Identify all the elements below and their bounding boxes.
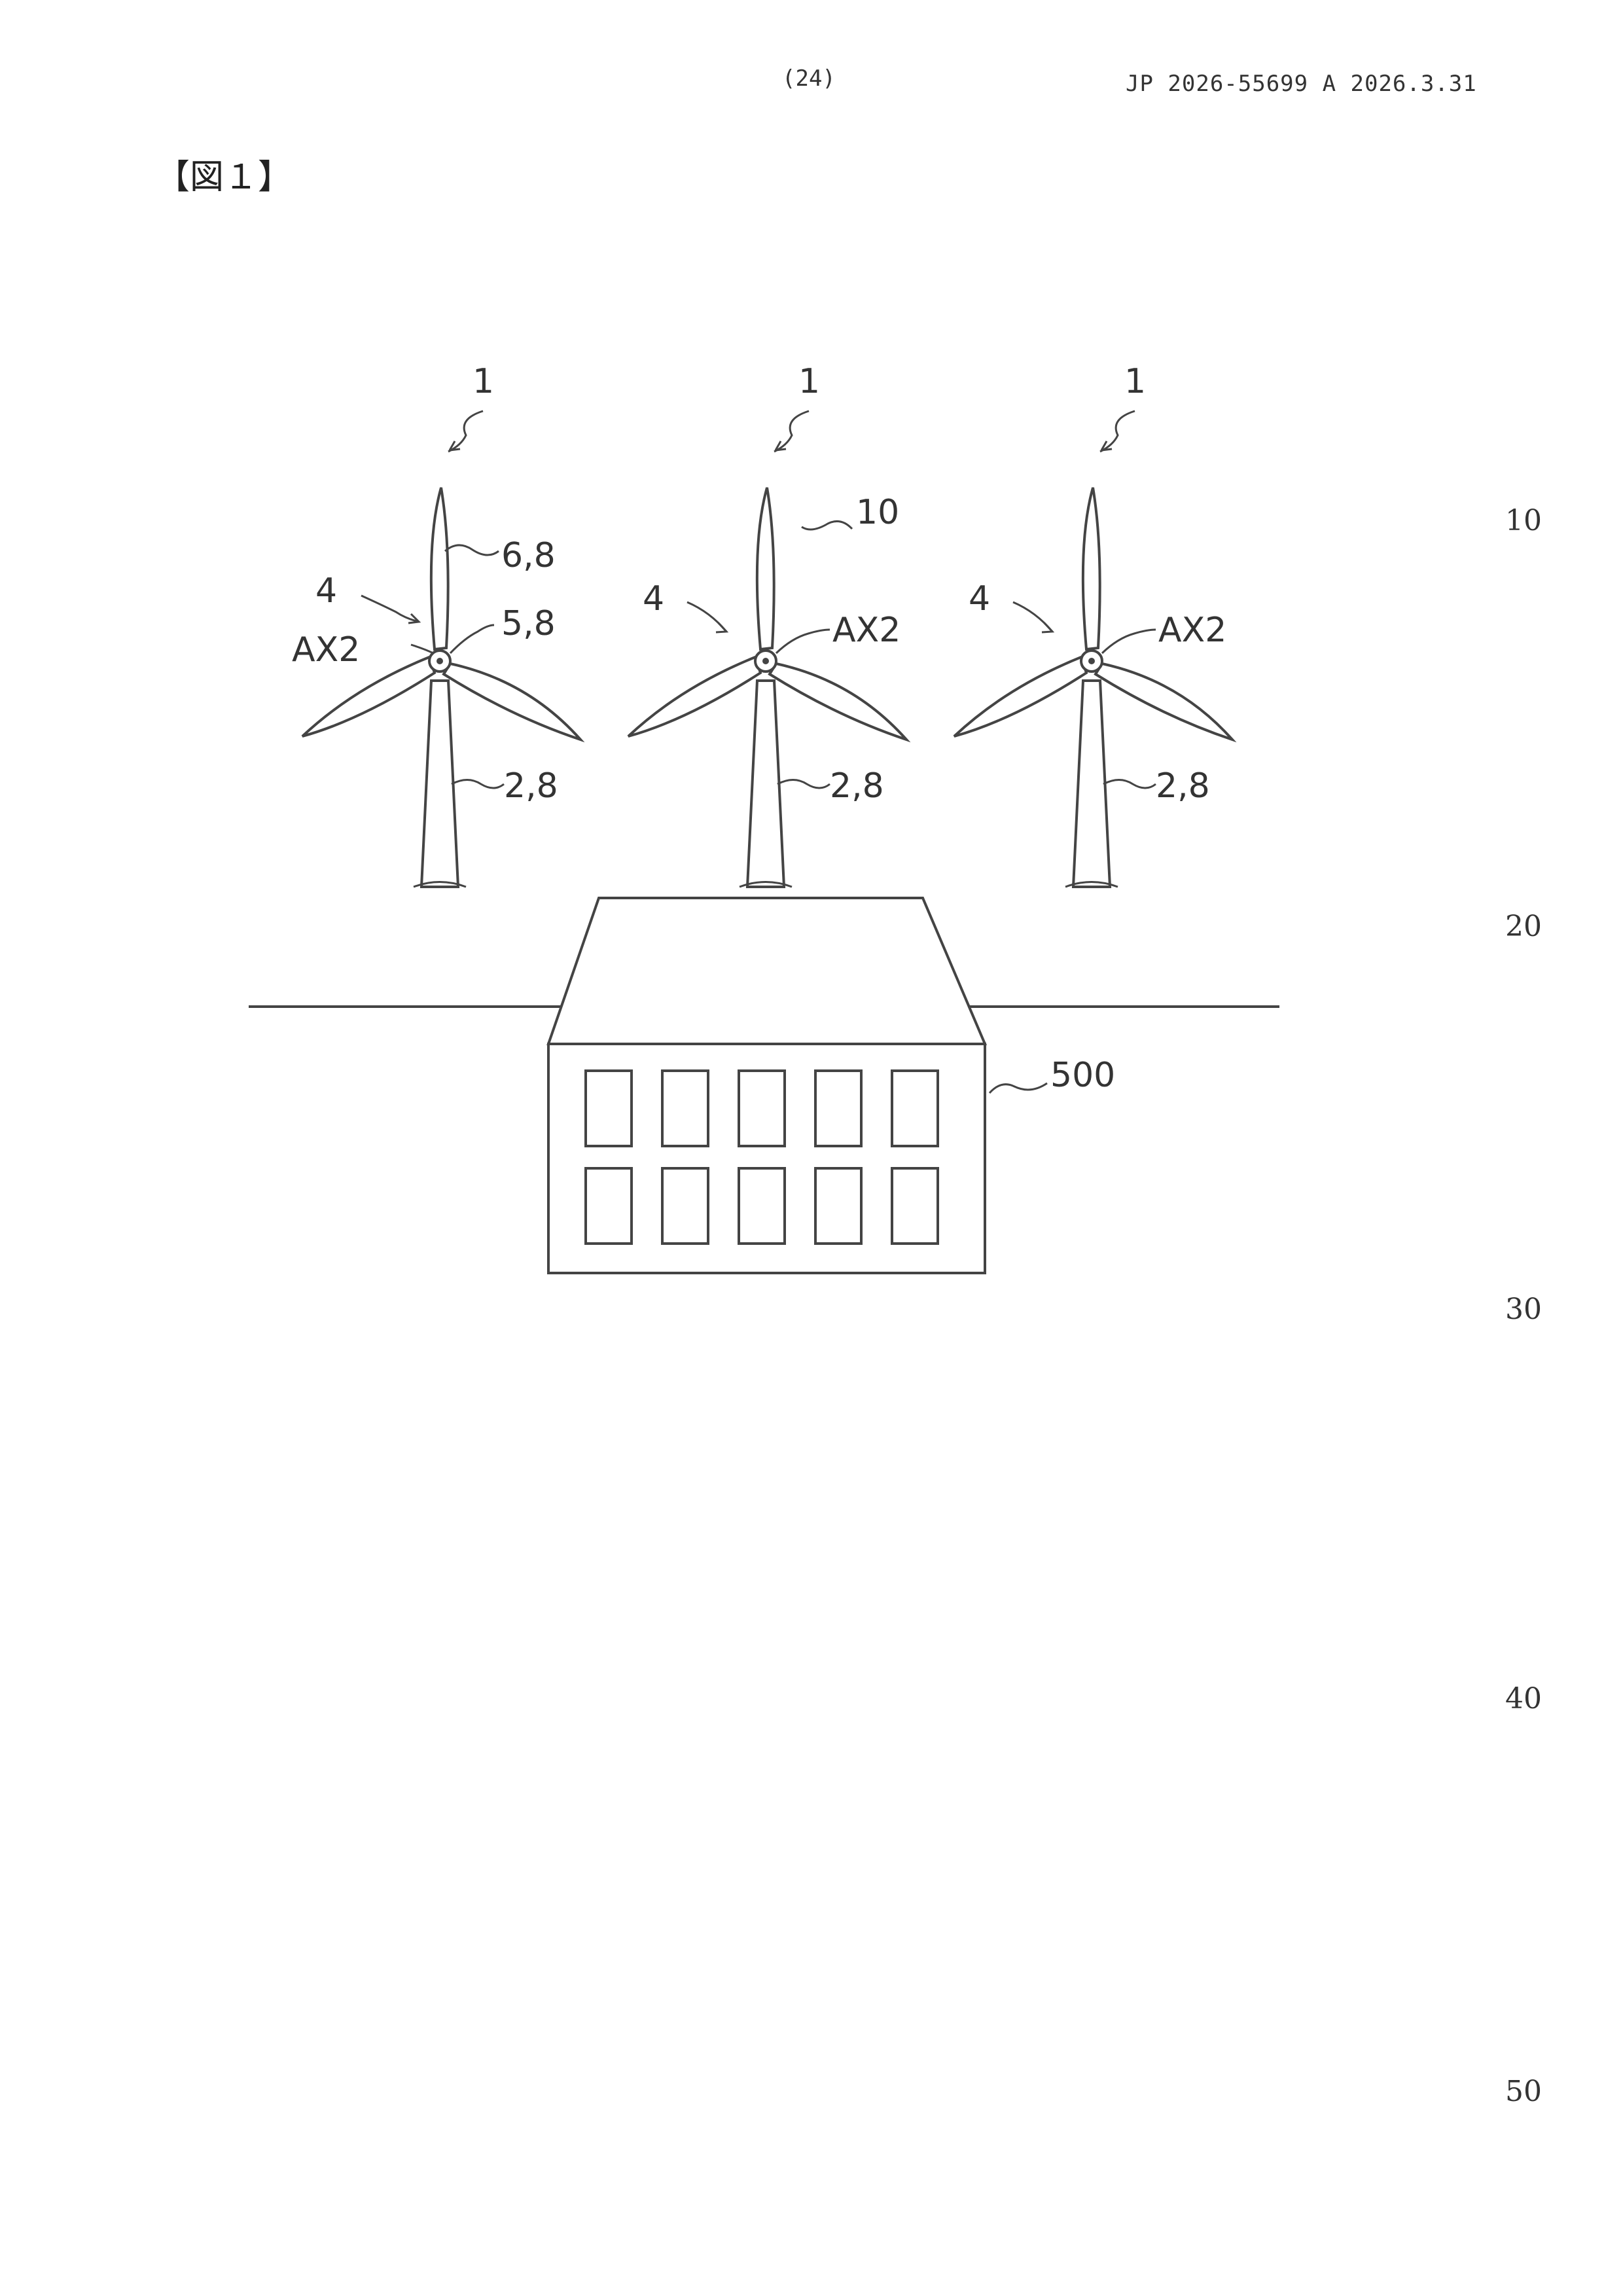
label-turbine-1: 1 <box>473 362 494 401</box>
label-hub-1: 5,8 <box>501 604 556 643</box>
wind-turbine-2 <box>628 488 906 887</box>
label-blade-1: 6,8 <box>501 536 556 575</box>
label-rotor-2: 4 <box>643 579 664 619</box>
wind-turbine-3 <box>954 488 1232 887</box>
label-building-500: 500 <box>1050 1056 1115 1095</box>
label-turbine-3: 1 <box>1124 362 1146 401</box>
label-tower-2: 2,8 <box>830 766 884 806</box>
label-rotor-3: 4 <box>969 579 990 619</box>
label-axis-1: AX2 <box>292 630 360 670</box>
building <box>548 898 985 1273</box>
label-tower-3: 2,8 <box>1156 766 1210 806</box>
label-tower-1: 2,8 <box>504 766 558 806</box>
label-rotor-1: 4 <box>315 571 337 611</box>
label-axis-2: AX2 <box>832 611 901 650</box>
label-turbine-2: 1 <box>798 362 820 401</box>
label-axis-3: AX2 <box>1158 611 1226 650</box>
label-group-10: 10 <box>856 493 899 532</box>
